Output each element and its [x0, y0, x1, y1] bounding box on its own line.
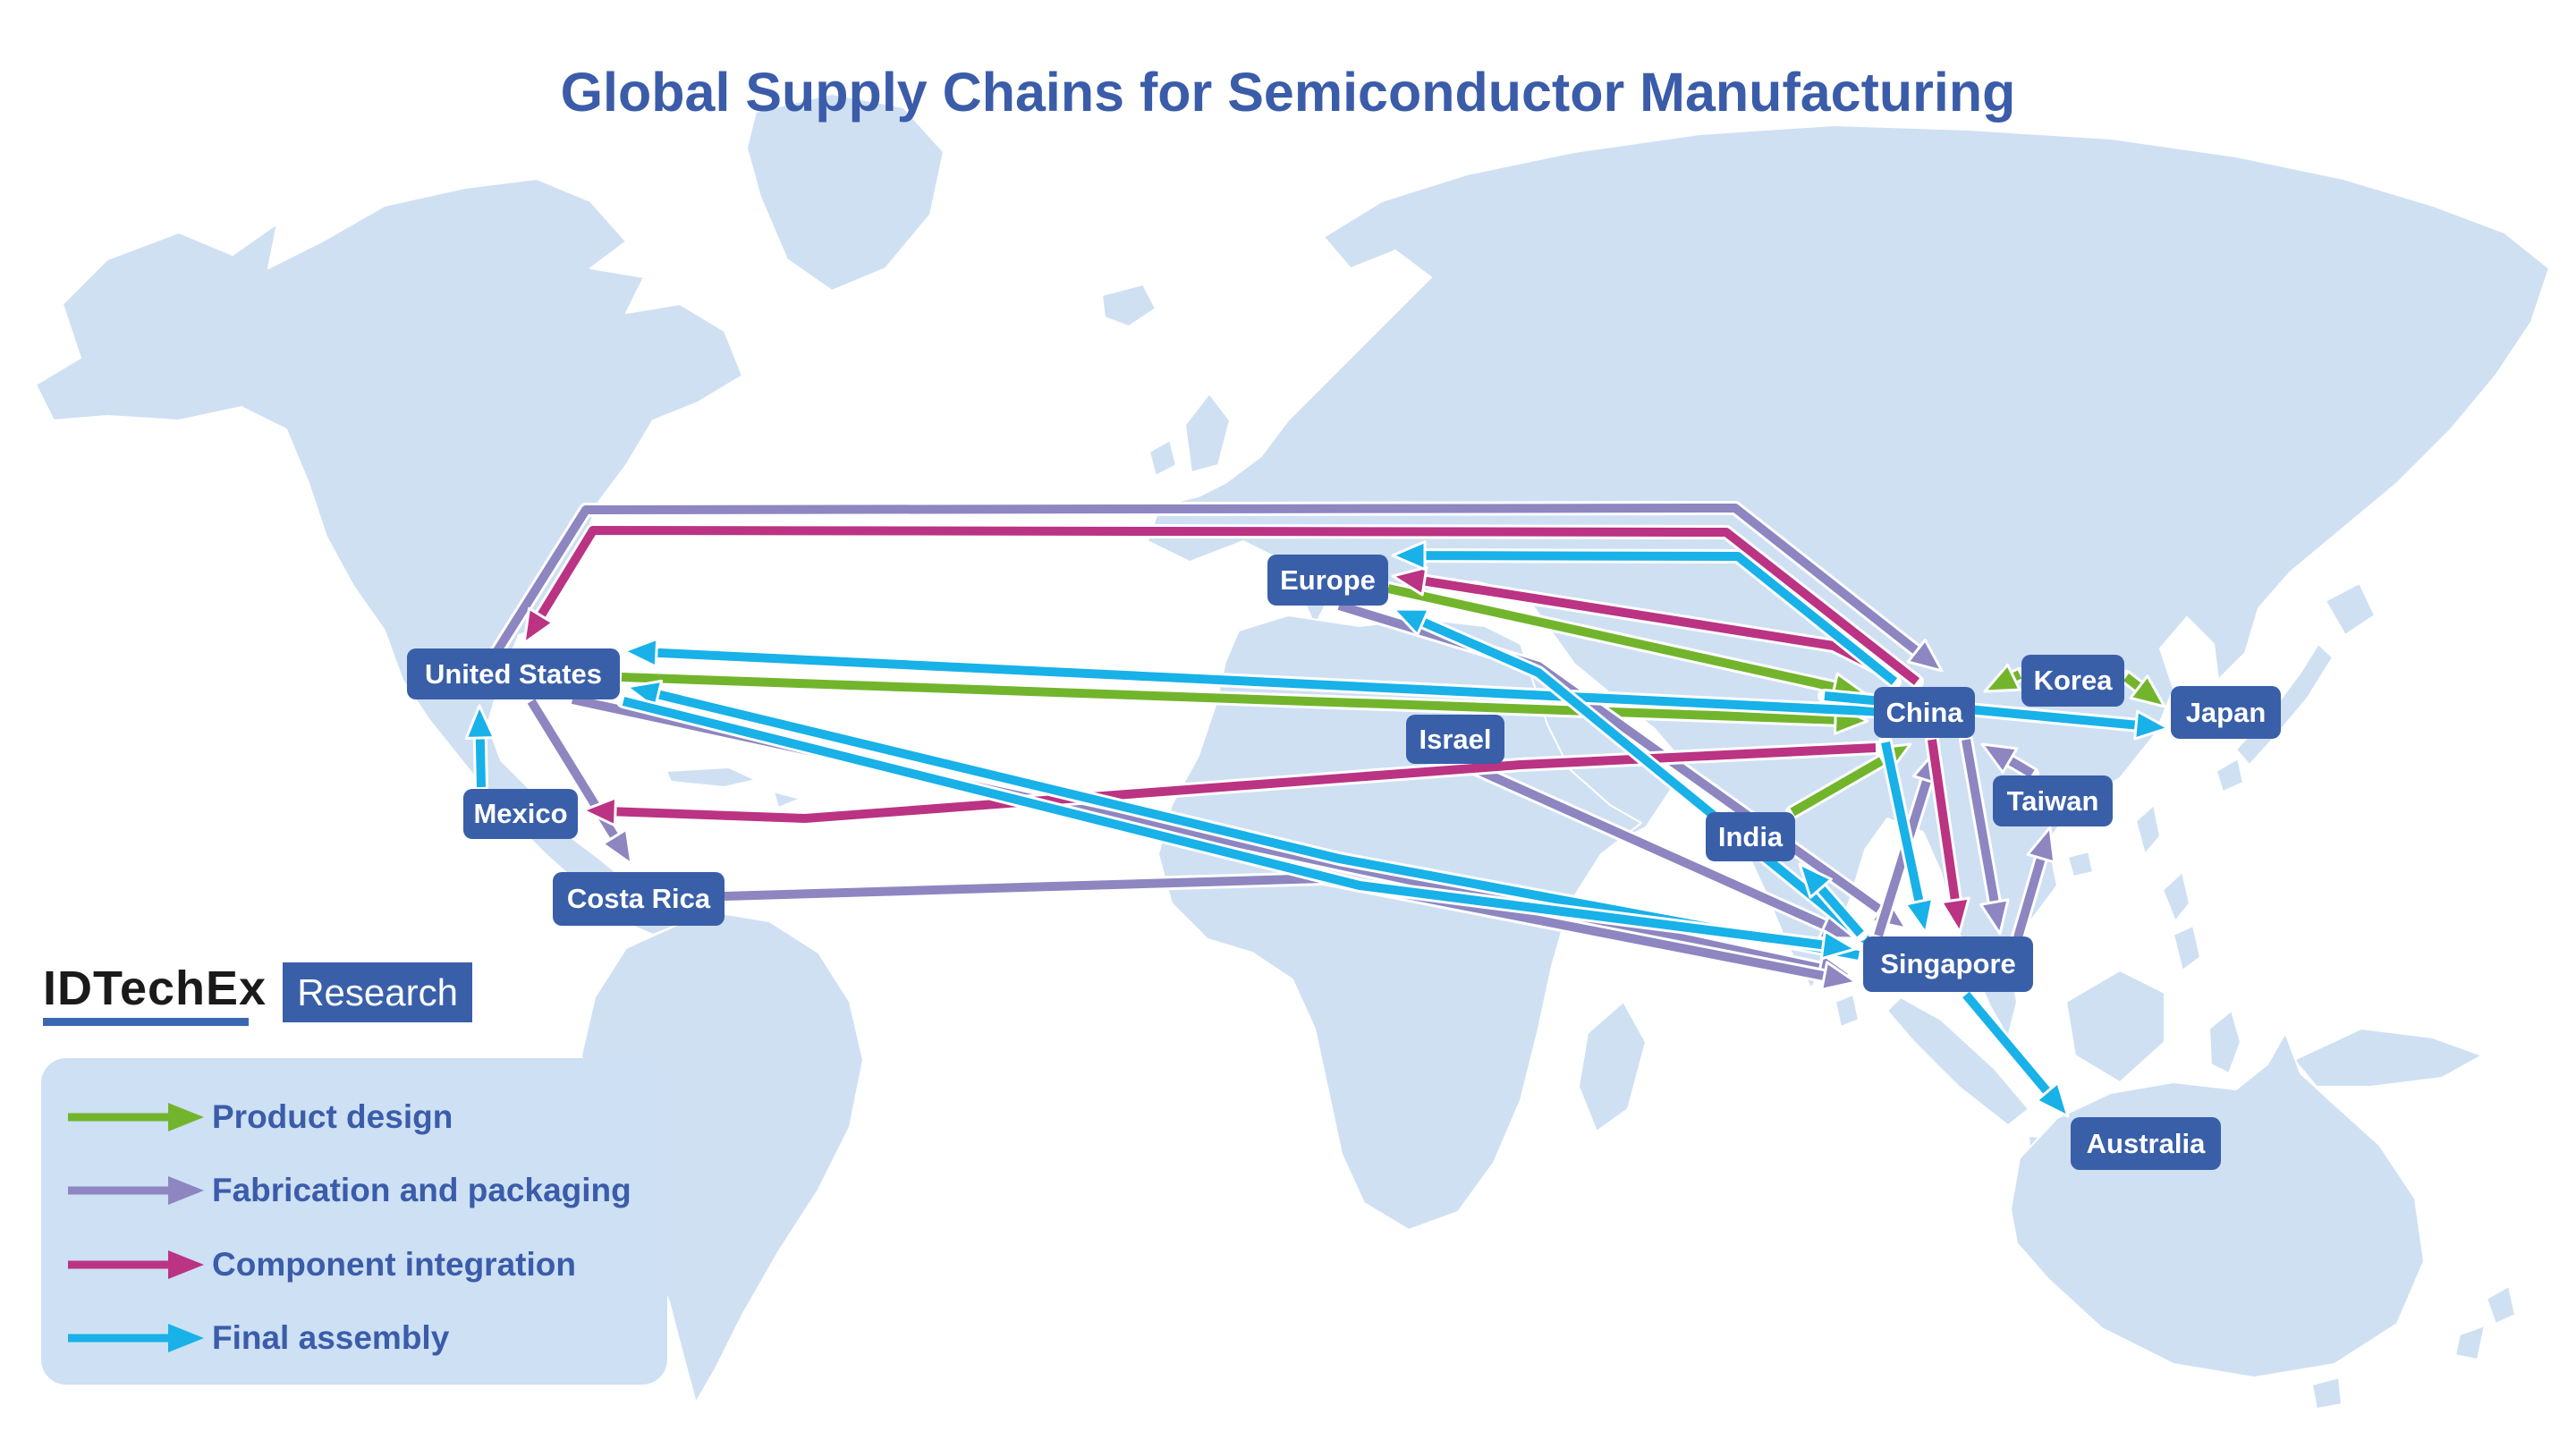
- arrowhead-singapore-india-final-icon: [1798, 862, 1833, 899]
- node-europe: Europe: [1267, 555, 1388, 606]
- legend-item-component-integration: Component integration: [63, 1236, 649, 1293]
- arrowhead-china-singapore-fab-icon: [1979, 898, 2010, 936]
- edge-china-us-comp-top: [522, 523, 1924, 689]
- map-ireland: [1148, 439, 1177, 477]
- legend-item-fabrication-packaging: Fabrication and packaging: [63, 1162, 649, 1219]
- map-philippines-luzon: [2162, 871, 2190, 922]
- edge-korea-china-design: [1983, 663, 2027, 693]
- arrowhead-costarica-singapore-fab-icon: [1820, 961, 1858, 991]
- arrowhead-china-mexico-comp-icon: [581, 796, 618, 827]
- arrowhead-china-singapore-comp-icon: [1940, 896, 1970, 934]
- edge-singapore-india-final: [1798, 862, 1868, 941]
- arrowhead-china-europe-final-icon: [1391, 540, 1427, 572]
- idtechex-logo-wordmark: IDTechEx: [43, 962, 267, 1015]
- map-tasmania: [2311, 1377, 2343, 1410]
- node-israel: Israel: [1406, 715, 1504, 764]
- map-iceland: [1101, 284, 1157, 327]
- legend-label: Component integration: [212, 1245, 576, 1283]
- edge-mexico-us-final: [464, 704, 496, 794]
- legend-item-final-assembly: Final assembly: [63, 1309, 649, 1367]
- idtechex-logo: IDTechEx Research: [43, 962, 473, 1029]
- page-title: Global Supply Chains for Semiconductor M…: [560, 62, 2016, 123]
- map-greenland: [746, 93, 945, 292]
- edge-us-china-fab-top: [480, 501, 1944, 674]
- arrowhead-china-us-final-icon: [623, 637, 659, 668]
- node-mexico: Mexico: [463, 789, 578, 839]
- map-borneo: [2065, 970, 2165, 1083]
- edge-singapore-taiwan-fab: [2011, 826, 2056, 945]
- map-sumatra: [1886, 996, 2029, 1126]
- arrowhead-singapore-us-final-icon: [625, 679, 664, 710]
- node-united-states: United States: [407, 648, 620, 699]
- node-india: India: [1706, 812, 1795, 861]
- edge-china-europe-final: [1391, 540, 1902, 689]
- map-new-zealand-south: [2454, 1325, 2486, 1360]
- map-britain: [1184, 393, 1231, 473]
- node-japan: Japan: [2171, 686, 2281, 739]
- map-madagascar: [1578, 1001, 1647, 1132]
- arrowhead-taiwan-china-fab-icon: [1980, 742, 2019, 775]
- arrowhead-singapore-australia-final-icon: [2035, 1080, 2070, 1118]
- arrowhead-singapore-europe-final-icon: [1392, 607, 1430, 637]
- arrowhead-china-singapore-final-icon: [1903, 897, 1935, 935]
- arrowhead-us-singapore-final-icon: [1819, 929, 1857, 961]
- map-sulawesi: [2208, 1010, 2241, 1074]
- idtechex-research-badge: Research: [283, 962, 473, 1022]
- legend-item-product-design: Product design: [63, 1089, 649, 1146]
- arrowhead-mexico-us-final-icon: [464, 704, 496, 740]
- node-australia: Australia: [2071, 1117, 2221, 1170]
- node-korea: Korea: [2021, 655, 2124, 707]
- map-north-america: [35, 178, 743, 936]
- map-philippines-mindanao: [2173, 925, 2201, 971]
- idtechex-logo-underline: [43, 1018, 249, 1026]
- edge-china-singapore-final: [1878, 735, 1935, 935]
- supply-chain-arrows-layer: [464, 501, 2170, 1118]
- map-japan-kyushu: [2216, 758, 2244, 792]
- map-japan-hokkaido: [2325, 582, 2376, 636]
- node-taiwan: Taiwan: [1993, 775, 2113, 826]
- edge-china-singapore-fab: [1959, 733, 2010, 936]
- legend-label: Fabrication and packaging: [212, 1172, 631, 1209]
- node-china: China: [1874, 687, 1975, 738]
- arrowhead-us-china-fab-top-icon: [1906, 639, 1944, 673]
- legend-label: Final assembly: [212, 1318, 450, 1356]
- arrowhead-china-japan-final-icon: [2133, 709, 2170, 741]
- arrowhead-china-us-comp-top-icon: [522, 606, 555, 645]
- arrowhead-singapore-taiwan-fab-icon: [2026, 826, 2056, 864]
- map-hispaniola: [773, 791, 801, 809]
- arrowhead-china-europe-comp-icon: [1391, 565, 1428, 597]
- edge-korea-japan-design: [2119, 670, 2166, 708]
- map-new-zealand-north: [2486, 1285, 2516, 1325]
- arrowhead-korea-japan-design-icon: [2129, 674, 2166, 708]
- edge-taiwan-china-fab: [1980, 742, 2039, 781]
- node-costa-rica: Costa Rica: [553, 872, 724, 926]
- map-hainan: [2067, 851, 2094, 877]
- legend-panel: Product design Fabrication and packaging…: [41, 1058, 667, 1385]
- edge-us-singapore-final: [616, 694, 1857, 961]
- edge-china-singapore-comp: [1925, 733, 1970, 934]
- arrowhead-us-costarica-fab-icon: [601, 827, 633, 866]
- map-taiwan-island: [2135, 804, 2161, 855]
- node-singapore: Singapore: [1863, 936, 2033, 992]
- legend-arrow-product-design-icon: [68, 1103, 204, 1131]
- legend-arrow-component-integration-icon: [68, 1250, 204, 1279]
- legend-arrow-final-assembly-icon: [68, 1323, 204, 1352]
- map-sri-lanka: [1835, 994, 1860, 1028]
- legend-label: Product design: [212, 1098, 453, 1135]
- edge-singapore-australia-final: [1959, 987, 2070, 1118]
- map-new-guinea: [2293, 1028, 2483, 1088]
- edge-china-us-final: [623, 637, 1930, 721]
- map-cuba: [665, 767, 757, 788]
- edge-china-mexico-comp: [581, 741, 1883, 827]
- legend-arrow-fabrication-packaging-icon: [68, 1176, 204, 1206]
- arrowhead-korea-china-design-icon: [1983, 663, 2021, 693]
